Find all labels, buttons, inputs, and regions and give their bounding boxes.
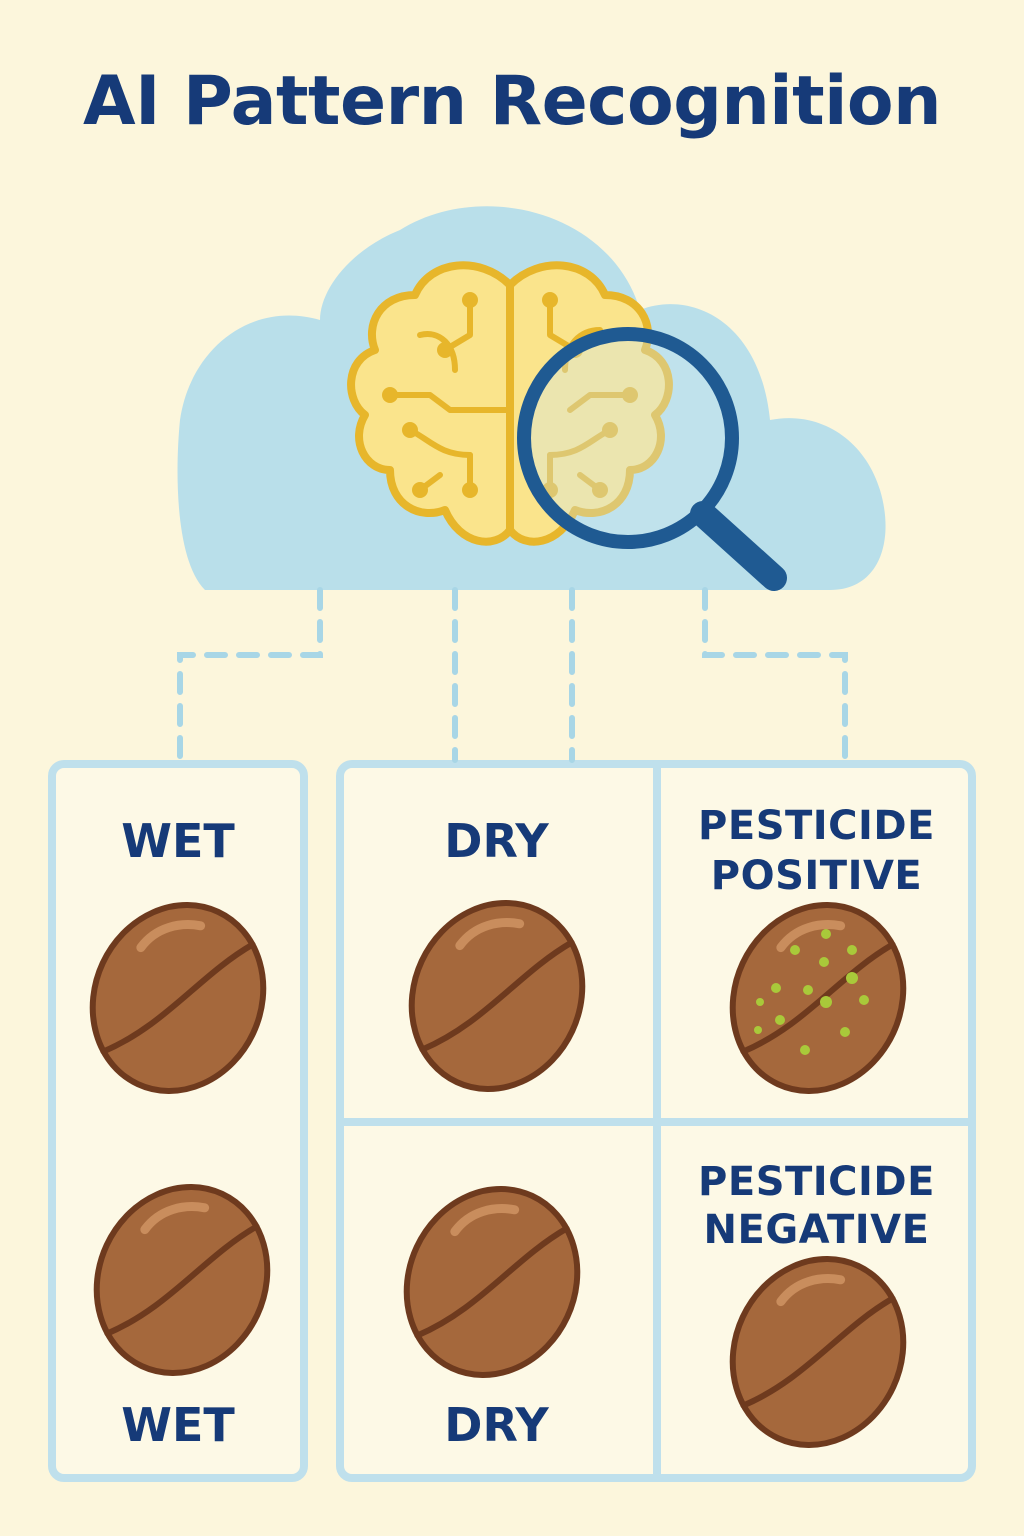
magnifying-glass-icon: [517, 327, 787, 591]
pesticide-positive-label-line2: POSITIVE: [710, 853, 923, 899]
wet-bean-bottom: [67, 1159, 298, 1401]
wet-label-top: WET: [121, 814, 235, 868]
wet-bean-top: [63, 877, 294, 1119]
wet-label-bottom: WET: [121, 1398, 235, 1452]
pesticide-positive-label-line1: PESTICIDE: [698, 803, 935, 849]
pesticide-positive-bean: [703, 877, 934, 1119]
grid-dividers: [340, 764, 972, 1478]
dry-bean-bottom: [377, 1161, 608, 1403]
pesticide-negative-label-line1: PESTICIDE: [698, 1159, 935, 1205]
dry-label-top: DRY: [444, 814, 549, 868]
pesticide-negative-label-line2: NEGATIVE: [703, 1207, 930, 1253]
page-title: AI Pattern Recognition: [82, 62, 942, 141]
dry-bean-top: [382, 875, 613, 1117]
pesticide-negative-bean: [703, 1231, 934, 1473]
connector-lines: [177, 587, 848, 763]
dry-label-bottom: DRY: [444, 1398, 549, 1452]
